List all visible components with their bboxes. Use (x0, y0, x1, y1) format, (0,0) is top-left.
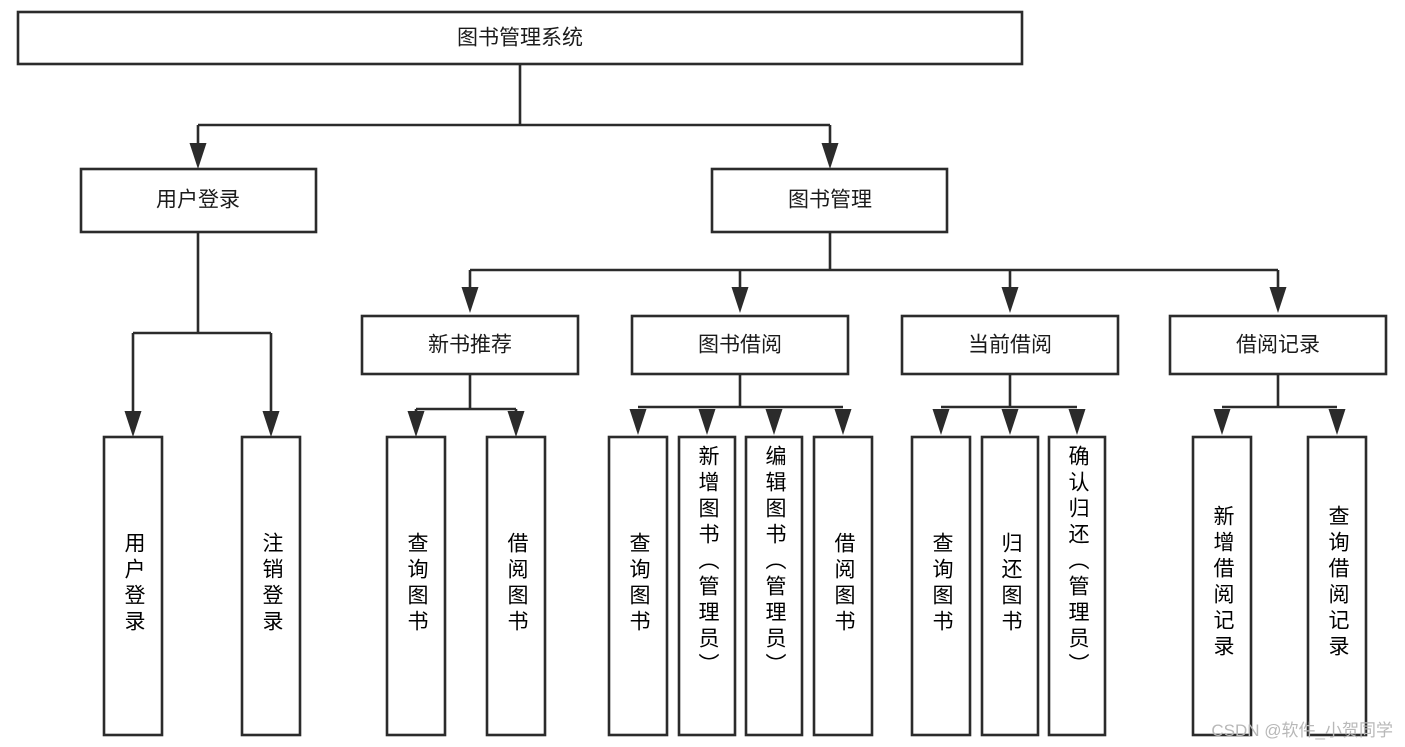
node-leaf-query-book-1-box[interactable] (385, 435, 447, 737)
arrow-to-leaf-borrow-book-2 (834, 409, 852, 435)
node-borrow-record-label: 借阅记录 (1236, 334, 1320, 357)
edge-group-user-login (124, 232, 280, 437)
node-book-manage-label: 图书管理 (788, 189, 872, 212)
arrow-to-user-login (189, 143, 207, 169)
node-new-book-recommend-box[interactable] (360, 314, 580, 376)
arrow-to-leaf-add-book-admin (698, 409, 716, 435)
arrow-to-leaf-add-borrow-record (1213, 409, 1231, 435)
edge-group-new-book-recommend (407, 374, 525, 437)
arrow-to-leaf-query-borrow-record (1328, 409, 1346, 435)
csdn-watermark: CSDN @软件_小贺同学 (1211, 721, 1393, 740)
node-current-borrow-box[interactable] (900, 314, 1120, 376)
node-leaf-add-book-admin[interactable] (677, 435, 737, 737)
arrow-to-leaf-borrow-book-1 (507, 411, 525, 437)
node-leaf-borrow-book-2[interactable] (812, 435, 874, 737)
arrow-to-book-borrow (731, 287, 749, 313)
arrow-to-new-book-recommend (461, 287, 479, 313)
node-leaf-borrow-book-1-box[interactable] (485, 435, 547, 737)
node-leaf-edit-book-admin-box[interactable] (744, 435, 804, 737)
arrow-to-book-manage (821, 143, 839, 169)
edge-group-root (189, 64, 839, 169)
node-leaf-query-book-3-box[interactable] (910, 435, 972, 737)
node-book-manage-box[interactable] (710, 167, 949, 234)
node-leaf-user-login-label: 用户登录 (122, 532, 145, 636)
node-new-book-recommend-label: 新书推荐 (428, 334, 512, 357)
node-borrow-record[interactable]: 借阅记录 (1168, 314, 1388, 376)
arrow-to-leaf-query-book-1 (407, 411, 425, 437)
arrow-to-borrow-record (1269, 287, 1287, 313)
node-root-box[interactable] (16, 10, 1024, 66)
node-book-borrow-box[interactable] (630, 314, 850, 376)
node-leaf-confirm-return-admin-box[interactable] (1047, 435, 1107, 737)
node-leaf-logout-login-label: 注销登录 (260, 532, 283, 636)
node-book-manage[interactable]: 图书管理 (710, 167, 949, 234)
node-leaf-user-login[interactable] (102, 435, 164, 737)
node-leaf-query-book-1-label: 查询图书 (405, 532, 428, 636)
node-leaf-query-borrow-record-label: 查询借阅记录 (1326, 505, 1349, 661)
node-leaf-user-login-box[interactable] (102, 435, 164, 737)
arrow-to-leaf-edit-book-admin (765, 409, 783, 435)
edge-group-current-borrow (932, 374, 1086, 435)
edge-group-borrow-record (1213, 374, 1346, 435)
node-current-borrow-label: 当前借阅 (968, 334, 1052, 357)
node-leaf-query-book-2[interactable] (607, 435, 669, 737)
node-leaf-query-book-1[interactable] (385, 435, 447, 737)
node-leaf-add-book-admin-box[interactable] (677, 435, 737, 737)
node-user-login[interactable]: 用户登录 (79, 167, 318, 234)
node-book-borrow[interactable]: 图书借阅 (630, 314, 850, 376)
node-leaf-borrow-book-1[interactable] (485, 435, 547, 737)
node-leaf-confirm-return-admin[interactable] (1047, 435, 1107, 737)
node-leaf-borrow-book-2-box[interactable] (812, 435, 874, 737)
node-leaf-add-borrow-record[interactable] (1191, 435, 1253, 737)
node-leaf-query-book-3-label: 查询图书 (930, 532, 953, 636)
edge-group-book-borrow (629, 374, 852, 435)
node-leaf-query-borrow-record-box[interactable] (1306, 435, 1368, 737)
node-leaf-query-book-2-box[interactable] (607, 435, 669, 737)
node-user-login-box[interactable] (79, 167, 318, 234)
node-new-book-recommend[interactable]: 新书推荐 (360, 314, 580, 376)
edge-group-book-manage (461, 232, 1287, 313)
node-borrow-record-box[interactable] (1168, 314, 1388, 376)
arrow-to-leaf-confirm-return-admin (1068, 409, 1086, 435)
node-user-login-label: 用户登录 (156, 189, 240, 212)
node-leaf-confirm-return-admin-label: 确认归还（管理员） (1066, 445, 1089, 679)
node-root[interactable]: 图书管理系统 (16, 10, 1024, 66)
node-leaf-edit-book-admin-label: 编辑图书（管理员） (763, 445, 786, 679)
node-leaf-add-borrow-record-label: 新增借阅记录 (1211, 505, 1234, 661)
node-leaf-logout-login-box[interactable] (240, 435, 302, 737)
arrow-to-leaf-logout-login (262, 411, 280, 437)
node-leaf-edit-book-admin[interactable] (744, 435, 804, 737)
node-book-borrow-label: 图书借阅 (698, 334, 782, 357)
node-root-label: 图书管理系统 (457, 27, 583, 50)
node-leaf-query-book-3[interactable] (910, 435, 972, 737)
node-leaf-return-book-label: 归还图书 (999, 532, 1022, 636)
node-current-borrow[interactable]: 当前借阅 (900, 314, 1120, 376)
node-leaf-return-book-box[interactable] (980, 435, 1040, 737)
arrow-to-leaf-user-login (124, 411, 142, 437)
arrow-to-current-borrow (1001, 287, 1019, 313)
node-leaf-return-book[interactable] (980, 435, 1040, 737)
node-leaf-borrow-book-2-label: 借阅图书 (832, 532, 855, 636)
node-leaf-add-borrow-record-box[interactable] (1191, 435, 1253, 737)
node-leaf-query-book-2-label: 查询图书 (627, 532, 650, 636)
arrow-to-leaf-query-book-3 (932, 409, 950, 435)
node-leaf-query-borrow-record[interactable] (1306, 435, 1368, 737)
node-leaf-borrow-book-1-label: 借阅图书 (505, 532, 528, 636)
node-leaf-add-book-admin-label: 新增图书（管理员） (696, 445, 719, 679)
node-leaf-logout-login[interactable] (240, 435, 302, 737)
arrow-to-leaf-return-book (1001, 409, 1019, 435)
arrow-to-leaf-query-book-2 (629, 409, 647, 435)
